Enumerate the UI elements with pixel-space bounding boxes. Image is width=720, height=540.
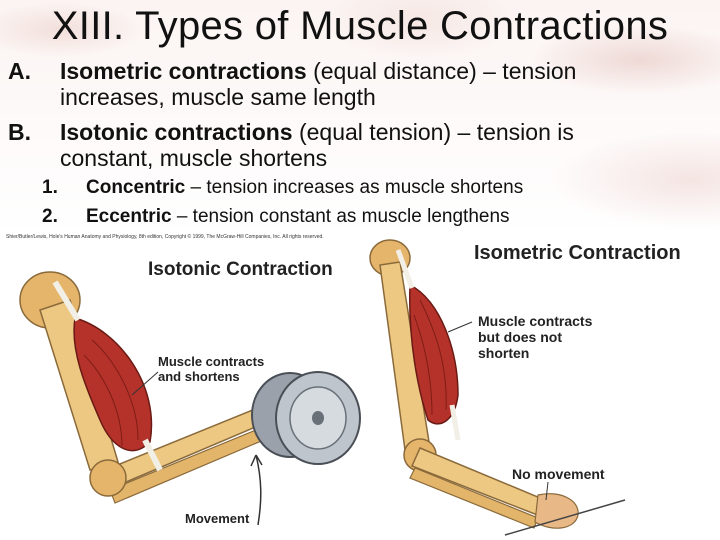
subitem-desc: – tension increases as muscle shortens: [185, 177, 524, 198]
isometric-heading: Isometric Contraction: [474, 242, 681, 264]
isometric-arm: [369, 239, 626, 536]
biceps-muscle: [73, 317, 153, 452]
subitem-term: Concentric: [86, 177, 186, 198]
isotonic-heading: Isotonic Contraction: [148, 259, 333, 280]
subitem-marker: 1.: [42, 177, 58, 198]
isotonic-label-line: Muscle contracts: [158, 354, 265, 369]
subitem-eccentric: 2. Eccentric – tension constant as muscl…: [42, 206, 702, 228]
item-desc-cont: constant, muscle shortens: [60, 145, 328, 171]
item-marker: B.: [8, 119, 31, 145]
figure-credit: Shier/Butler/Lewis, Hole's Human Anatomy…: [6, 234, 324, 240]
item-desc: (equal tension) – tension is: [292, 119, 574, 145]
background-texture: [0, 0, 720, 235]
item-term: Isometric contractions: [60, 58, 307, 84]
isotonic-label-line: and shortens: [158, 369, 240, 384]
item-term: Isotonic contractions: [60, 119, 293, 145]
item-desc: (equal distance) – tension: [306, 58, 577, 84]
subitem-marker: 2.: [42, 206, 58, 227]
item-isotonic: B. Isotonic contractions (equal tension)…: [8, 119, 718, 175]
dumbbell: [251, 371, 361, 465]
isotonic-label: Muscle contracts and shortens: [158, 354, 264, 384]
item-isometric: A. Isometric contractions (equal distanc…: [8, 58, 718, 114]
isometric-label-line: shorten: [478, 345, 530, 361]
no-movement-label: No movement: [512, 466, 605, 482]
subitem-desc: – tension constant as muscle lengthens: [171, 206, 510, 227]
item-marker: A.: [8, 58, 31, 84]
isotonic-arm: [19, 271, 301, 526]
slide-title: XIII. Types of Muscle Contractions: [51, 4, 669, 48]
isometric-label: Muscle contracts but does not shorten: [478, 313, 592, 361]
item-desc-cont: increases, muscle same length: [60, 84, 376, 110]
isometric-label-line: Muscle contracts: [478, 313, 593, 329]
subitem-term: Eccentric: [86, 206, 172, 227]
movement-label: Movement: [185, 511, 250, 526]
subitem-concentric: 1. Concentric – tension increases as mus…: [42, 177, 702, 199]
isometric-label-line: but does not: [478, 329, 562, 345]
